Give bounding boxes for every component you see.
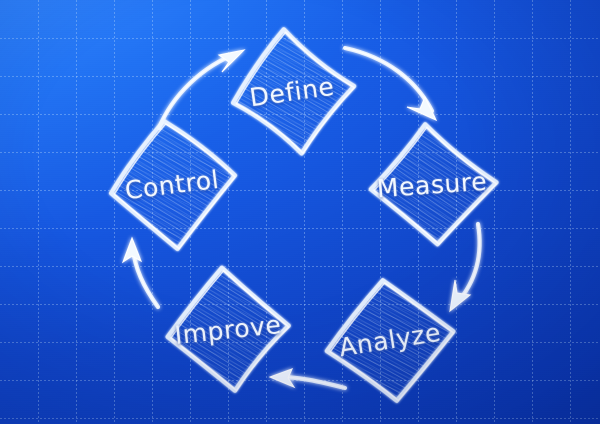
grid-line-vertical <box>342 0 343 424</box>
diamond-outline-inner <box>373 126 498 245</box>
grid-line-horizontal <box>0 266 600 267</box>
diamond-outline <box>108 118 238 252</box>
grid-line-vertical <box>228 0 229 424</box>
grid-line-horizontal <box>0 38 600 39</box>
diamond-outline <box>165 265 291 393</box>
cycle-arrows <box>121 45 482 391</box>
diamond-node-measure[interactable] <box>367 120 501 249</box>
grid-line-vertical <box>380 0 381 424</box>
grid-line-horizontal <box>0 228 600 229</box>
grid-line-vertical <box>38 0 39 424</box>
grid-line-horizontal <box>0 190 600 191</box>
diamond-outline <box>368 122 499 247</box>
arrow-define-to-measure <box>342 45 438 122</box>
diamond-outline-inner <box>329 282 455 402</box>
diamond-outline <box>230 27 357 156</box>
diamond-outline-inner <box>113 123 236 250</box>
diamond-node-analyze[interactable] <box>317 271 462 411</box>
arrow-control-to-define <box>156 49 246 131</box>
grid-line-vertical <box>570 0 571 424</box>
arrow-analyze-to-improve <box>268 368 348 391</box>
grid-line-vertical <box>304 0 305 424</box>
grid-line-horizontal <box>0 342 600 343</box>
grid-line-vertical <box>494 0 495 424</box>
diamond-node-control[interactable] <box>103 113 243 256</box>
grid-line-vertical <box>76 0 77 424</box>
diamond-node-improve[interactable] <box>161 261 295 397</box>
arrow-measure-to-analyze <box>449 221 482 313</box>
diamond-outline-inner <box>170 269 290 392</box>
diamond-outline-inner <box>235 31 355 154</box>
diamond-hatch-overlay <box>111 121 235 249</box>
grid-line-horizontal <box>0 304 600 305</box>
diamond-node-define[interactable] <box>224 21 362 162</box>
cycle-nodes <box>103 21 501 411</box>
arrow-improve-to-control <box>121 236 161 310</box>
grid-line-vertical <box>114 0 115 424</box>
diamond-outline <box>324 278 456 403</box>
grid-line-vertical <box>266 0 267 424</box>
grid-line-vertical <box>532 0 533 424</box>
grid-line-horizontal <box>0 418 600 419</box>
